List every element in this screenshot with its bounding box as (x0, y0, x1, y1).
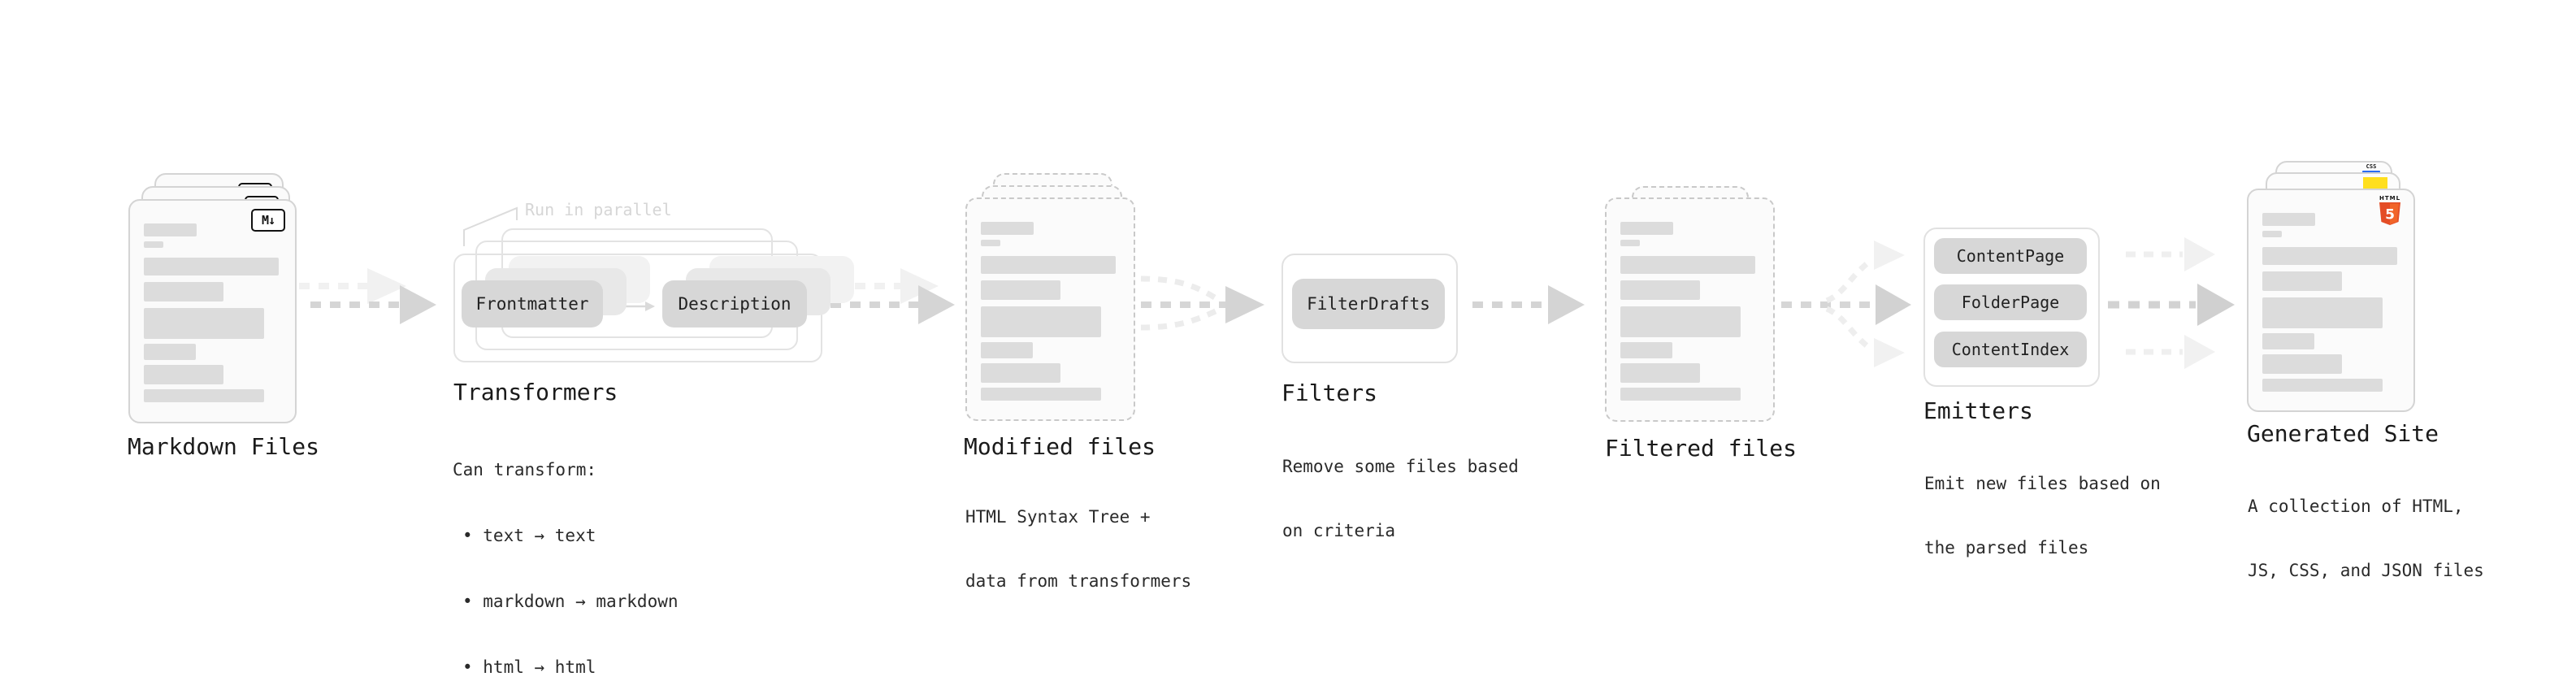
placeholder-bar (1620, 388, 1741, 401)
description-line: HTML Syntax Tree + (965, 507, 1151, 527)
description-line: the parsed files (1924, 538, 2089, 557)
description-line: JS, CSS, and JSON files (2248, 561, 2484, 580)
placeholder-bar (2262, 333, 2314, 349)
filters-title: Filters (1281, 380, 1378, 406)
filterdrafts-chip: FilterDrafts (1292, 279, 1445, 329)
frontmatter-chip: Frontmatter (462, 280, 603, 327)
placeholder-bar (981, 222, 1034, 235)
placeholder-bar (981, 342, 1033, 358)
css-icon-label: CSS (2366, 163, 2377, 170)
arrow-filtered-to-emitters (1781, 241, 1911, 367)
svg-text:5: 5 (2385, 207, 2395, 223)
placeholder-bar (144, 282, 223, 301)
placeholder-bar (1620, 363, 1700, 383)
emitters-description: Emit new files based on the parsed files (1924, 431, 2161, 601)
filtered-files-stack (1605, 186, 1776, 430)
generated-site-description: A collection of HTML, JS, CSS, and JSON … (2248, 453, 2484, 624)
transformers-description: Can transform: • text → text • markdown … (453, 415, 679, 681)
modified-file-card-front (965, 197, 1135, 421)
placeholder-bar (2262, 247, 2397, 265)
description-line: Remove some files based (1282, 457, 1519, 476)
filters-description: Remove some files based on criteria (1282, 414, 1519, 584)
emitters-title: Emitters (1923, 397, 2033, 424)
placeholder-bar (1620, 256, 1755, 274)
placeholder-bar (2262, 379, 2383, 392)
placeholder-bar (2262, 297, 2383, 328)
placeholder-bar (1620, 240, 1640, 246)
description-line: • markdown → markdown (462, 592, 679, 611)
arrow-emitters-to-generated-bottom (2126, 335, 2215, 369)
generated-site-stack: CSS HTML 5 (2247, 161, 2418, 421)
placeholder-bar (144, 223, 197, 236)
placeholder-bar (1620, 222, 1673, 235)
js-icon (2363, 177, 2387, 190)
html5-shield: 5 (2379, 202, 2400, 225)
transformers-title: Transformers (453, 379, 618, 406)
description-chip: Description (662, 280, 807, 327)
arrow-emitters-to-generated-middle (2108, 284, 2235, 326)
placeholder-bar (981, 363, 1060, 383)
description-line: on criteria (1282, 521, 1396, 540)
contentpage-chip: ContentPage (1934, 238, 2087, 274)
placeholder-text-bars (2249, 213, 2413, 392)
description-line: Can transform: (453, 460, 597, 479)
placeholder-bar (144, 308, 264, 339)
folderpage-chip: FolderPage (1934, 284, 2087, 320)
description-line: • text → text (462, 526, 596, 545)
generated-site-title: Generated Site (2247, 420, 2439, 447)
contentindex-chip: ContentIndex (1934, 332, 2087, 367)
placeholder-bar (144, 241, 163, 248)
placeholder-bar (1620, 342, 1672, 358)
arrow-ghost-markdown-to-transformers (299, 268, 406, 304)
placeholder-text-bars (967, 222, 1134, 401)
filtered-file-card-front (1605, 197, 1775, 422)
html5-icon-word: HTML (2379, 195, 2401, 202)
markdown-files-stack: M↓ M↓ M↓ (128, 173, 299, 425)
placeholder-bar (2262, 271, 2342, 291)
placeholder-bar (2262, 213, 2315, 226)
markdown-icon: M↓ (251, 209, 285, 232)
markdown-file-card-front: M↓ (128, 199, 297, 423)
run-in-parallel-bracket (463, 206, 518, 246)
arrow-transformers-to-modified (830, 285, 955, 324)
placeholder-text-bars (130, 223, 295, 402)
arrow-modified-to-filters (1140, 275, 1264, 331)
placeholder-bar (1620, 280, 1700, 300)
arrow-emitters-to-generated-top (2126, 237, 2215, 271)
placeholder-bar (981, 256, 1116, 274)
arrow-markdown-to-transformers (310, 285, 436, 324)
html5-icon: HTML 5 (2376, 195, 2404, 229)
description-line: data from transformers (965, 571, 1192, 591)
markdown-icon-label: M↓ (261, 213, 275, 228)
placeholder-bar (981, 240, 1000, 246)
placeholder-bar (2262, 354, 2342, 374)
description-line: • html → html (462, 657, 596, 677)
placeholder-bar (1620, 306, 1741, 337)
description-line: A collection of HTML, (2248, 497, 2464, 516)
placeholder-bar (144, 389, 264, 402)
run-in-parallel-annotation: Run in parallel (525, 200, 672, 219)
placeholder-bar (144, 365, 223, 384)
placeholder-bar (981, 306, 1101, 337)
filtered-files-title: Filtered files (1605, 435, 1798, 462)
generated-file-card-html: HTML 5 (2247, 189, 2415, 412)
placeholder-bar (144, 344, 196, 360)
placeholder-bar (981, 280, 1060, 300)
placeholder-text-bars (1607, 222, 1773, 401)
markdown-files-title: Markdown Files (128, 433, 320, 460)
placeholder-bar (981, 388, 1101, 401)
placeholder-bar (144, 258, 279, 275)
placeholder-bar (2262, 231, 2282, 237)
description-line: Emit new files based on (1924, 474, 2161, 493)
modified-files-description: HTML Syntax Tree + data from transformer… (965, 464, 1191, 635)
modified-files-title: Modified files (964, 433, 1156, 460)
modified-files-stack (965, 173, 1136, 425)
arrow-filters-to-filtered (1472, 285, 1585, 324)
